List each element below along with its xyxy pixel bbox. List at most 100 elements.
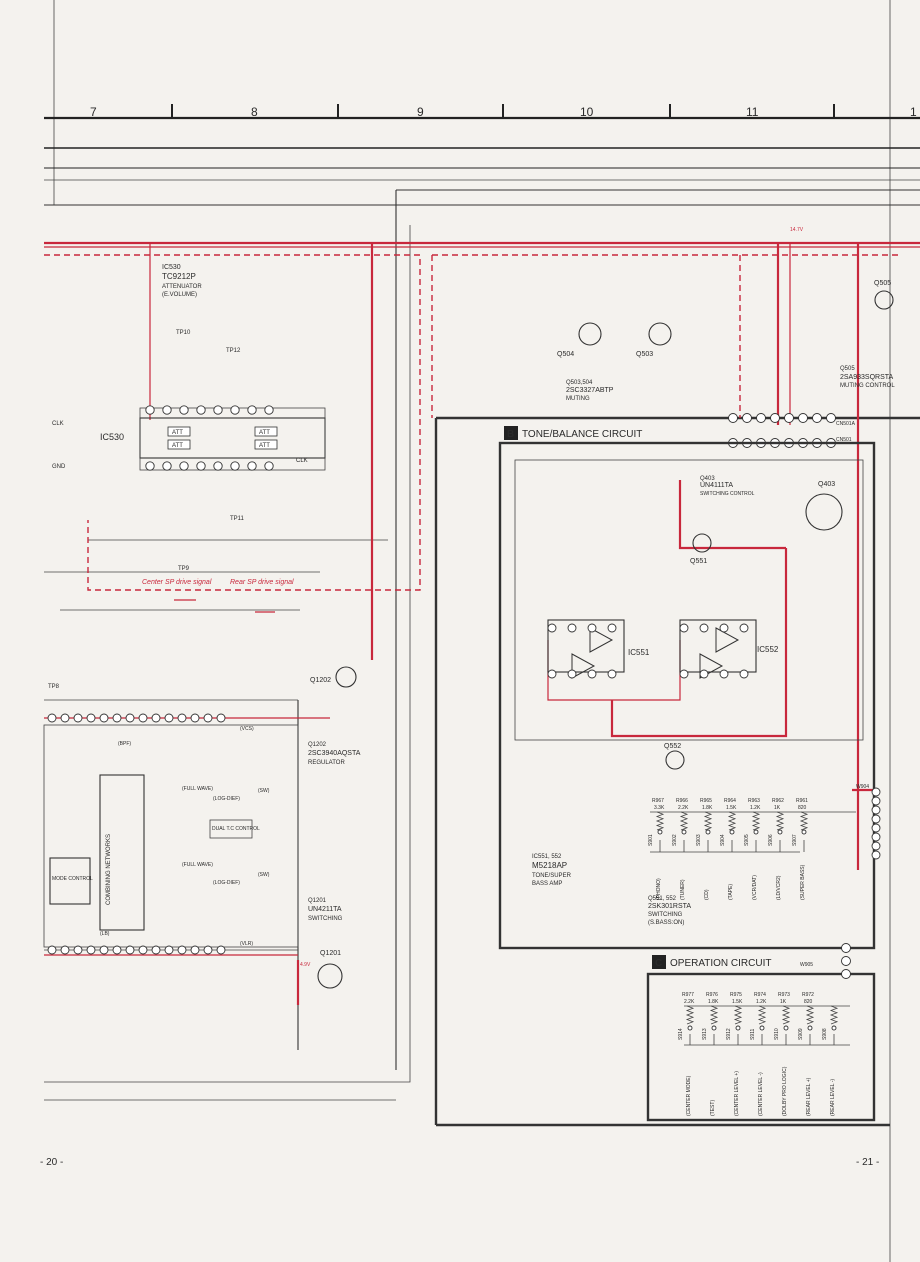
ic-pin <box>216 945 226 955</box>
lb-label: (LB) <box>100 931 110 937</box>
switch-contact <box>657 829 663 835</box>
switch-contact <box>807 1025 813 1031</box>
ic-pin <box>587 669 597 679</box>
grid-col-7: 7 <box>90 105 97 119</box>
op-switch-ref: R972 <box>802 992 814 998</box>
q1201-desc: SWITCHING <box>308 916 343 922</box>
tone-switch-function: (VCR/DAT) <box>752 875 758 900</box>
ic-pin <box>177 945 187 955</box>
ic-pin <box>190 945 200 955</box>
ic-pin <box>162 461 172 471</box>
connector-pin <box>871 823 881 833</box>
op-switch-ref: R973 <box>778 992 790 998</box>
tone-section-letter: B <box>507 429 514 440</box>
power-section: Q1202 Q1202 2SC3940AQSTA REGULATOR Q1201… <box>300 227 804 989</box>
ic-pin <box>177 713 187 723</box>
connector-pin <box>871 850 881 860</box>
ic530-description: IC530 TC9212P ATTENUATOR (E.VOLUME) <box>162 264 202 298</box>
ic-pin <box>60 945 70 955</box>
ic-pin <box>190 713 200 723</box>
ic-pin <box>99 713 109 723</box>
tone-switch-id: S904 <box>720 834 726 846</box>
q403-label: Q403 <box>818 481 835 488</box>
operation-section-title: OPERATION CIRCUIT <box>670 958 771 969</box>
ic-pin <box>145 461 155 471</box>
ic-pin <box>679 623 689 633</box>
tone-switch-value: 820 <box>798 805 807 811</box>
q403-ref: Q403 <box>700 476 715 482</box>
q551-552-desc2: (S.BASS:ON) <box>648 920 684 926</box>
combining-label: COMBINING NETWORKS <box>106 834 112 905</box>
operation-section: C OPERATION CIRCUIT W905 R9772.2KS914(CE… <box>646 943 876 1122</box>
ic530-desc1: ATTENUATOR <box>162 284 202 290</box>
tone-switch-value: 2.2K <box>678 805 689 811</box>
resistor <box>727 811 737 831</box>
tone-switch-value: 1K <box>774 805 781 811</box>
resistor <box>733 1005 743 1025</box>
ic-pin <box>145 405 155 415</box>
q403-part: UN4111TA <box>700 482 733 489</box>
op-switch-id: S910 <box>774 1028 780 1040</box>
rear-sp-note: Rear SP drive signal <box>230 579 294 586</box>
tone-switch-value: 1.8K <box>702 805 713 811</box>
switch-contact <box>783 1025 789 1031</box>
sw1-label: (SW) <box>258 788 270 794</box>
ic-pin <box>719 623 729 633</box>
connector-pin <box>742 413 752 423</box>
ic-pin <box>99 945 109 955</box>
ic551-552-part: M5218AP <box>532 861 567 870</box>
ic-pin <box>47 945 57 955</box>
q1202-desc: REGULATOR <box>308 760 345 766</box>
op-switch-ref: R974 <box>754 992 766 998</box>
connector-pin <box>871 805 881 815</box>
op-switch-id: S908 <box>822 1028 828 1040</box>
ic530-part: TC9212P <box>162 272 196 281</box>
op-switch-id: S911 <box>750 1028 756 1040</box>
ic-pin <box>73 713 83 723</box>
op-switch-function: (CENTER LEVEL -) <box>758 1072 764 1116</box>
resistor <box>655 811 665 831</box>
q503-504-desc: MUTING <box>566 396 590 402</box>
decoder-block: COMBINING NETWORKS MODE CONTROL DUAL T.C… <box>43 713 299 955</box>
tone-switch-ref: R967 <box>652 798 664 804</box>
connector-pin <box>826 413 836 423</box>
gnd-label: GND <box>52 464 66 470</box>
ic551-label: IC551 <box>628 648 650 657</box>
connector-pin <box>841 956 851 966</box>
q552-label: Q552 <box>664 743 681 750</box>
switch-contact <box>705 829 711 835</box>
w904-connector <box>871 787 881 860</box>
ic552-label: IC552 <box>757 645 779 654</box>
q505-label: Q505 <box>874 280 891 287</box>
resistor <box>703 811 713 831</box>
q503-504-ref: Q503,504 <box>566 380 593 386</box>
att-label-2: ATT <box>172 443 183 449</box>
tp9-label: TP9 <box>178 566 190 572</box>
ic-pin <box>264 461 274 471</box>
op-switch-ref: R976 <box>706 992 718 998</box>
ic-pin <box>138 713 148 723</box>
op-switch-function: (REAR LEVEL -) <box>830 1079 836 1116</box>
tp8-label: TP8 <box>48 684 60 690</box>
red-rails <box>44 241 920 1005</box>
ic-pin <box>216 713 226 723</box>
ic-pin <box>547 623 557 633</box>
connector-pin <box>871 832 881 842</box>
ic-pin <box>264 405 274 415</box>
switch-contact <box>801 829 807 835</box>
ic-pin <box>125 945 135 955</box>
tone-switch-id: S902 <box>672 834 678 846</box>
ic-pin <box>719 669 729 679</box>
tone-switch-function: (TUNER) <box>680 879 686 900</box>
tone-switch-id: S905 <box>744 834 750 846</box>
tone-switch-function: (CD) <box>704 889 710 900</box>
ic-pin <box>607 669 617 679</box>
op-switch-id: S913 <box>702 1028 708 1040</box>
resistor <box>709 1005 719 1025</box>
ic-pin <box>162 405 172 415</box>
tone-switch-id: S901 <box>648 834 654 846</box>
bus-wires <box>44 179 920 1127</box>
ic-pin <box>567 669 577 679</box>
sw2-label: (SW) <box>258 872 270 878</box>
ic551-552-desc2: BASS AMP <box>532 881 562 887</box>
